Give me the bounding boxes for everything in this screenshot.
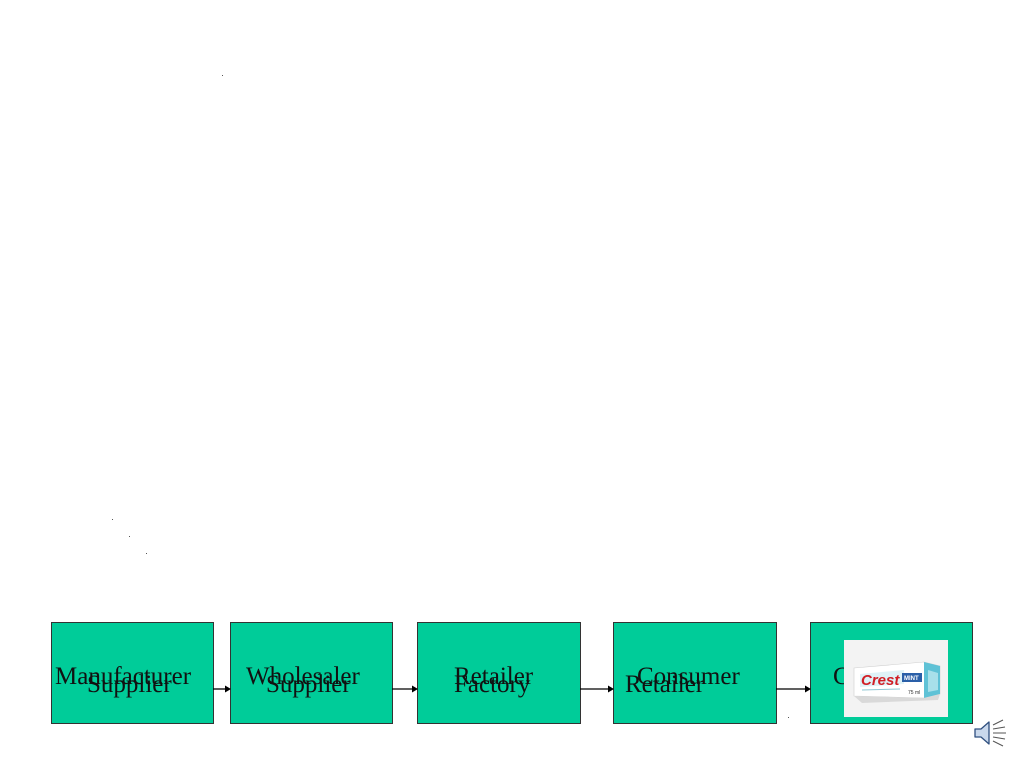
stage-label-front-1: Manufacturer: [55, 664, 191, 689]
arrow-3: [580, 682, 614, 696]
product-volume: 75 ml: [908, 690, 920, 696]
speaker-icon[interactable]: [972, 716, 1008, 750]
product-image: Crest MINT 75 ml: [844, 640, 948, 717]
stage-label-front-4: Consumer: [637, 664, 740, 689]
arrow-1: [213, 682, 231, 696]
stray-dot: [146, 553, 147, 554]
arrow-2: [392, 682, 418, 696]
product-sub-label: MINT: [904, 676, 919, 682]
product-brand: Crest: [861, 672, 900, 689]
stray-dot: [129, 536, 130, 537]
stray-dot: [222, 75, 223, 76]
stray-dot: [112, 519, 113, 520]
stage-label-front-3: Retailer: [454, 664, 533, 689]
stage-label-front-2: Wholesaler: [246, 664, 360, 689]
toothpaste-box-graphic: Crest MINT 75 ml: [844, 640, 948, 717]
arrow-4: [776, 682, 811, 696]
stray-dot: [788, 717, 789, 718]
